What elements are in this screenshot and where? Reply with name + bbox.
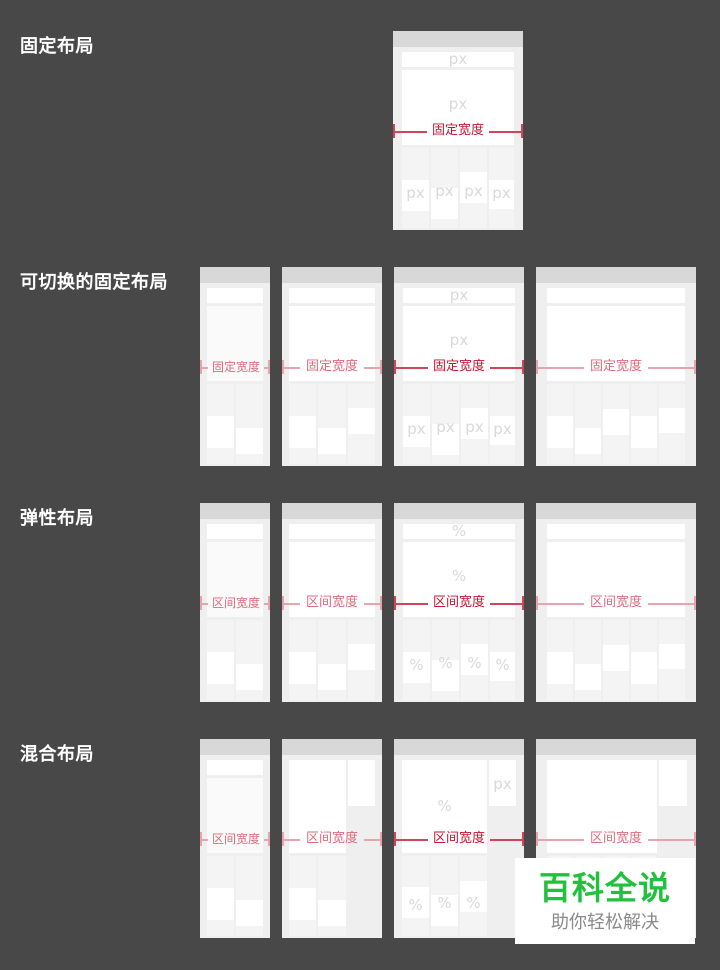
column-block (489, 180, 514, 209)
watermark-logo: 百科全说 助你轻松解决 (515, 858, 695, 944)
header-unit: px (448, 50, 468, 68)
width-measure: 区间宽度 (394, 595, 524, 610)
width-measure: 区间宽度 (536, 595, 696, 610)
column-unit: px (492, 184, 511, 202)
width-measure: 区间宽度 (536, 831, 696, 846)
width-measure: 区间宽度 (394, 831, 524, 846)
fluid-panel-lg (536, 503, 696, 702)
width-measure: 固定宽度 (536, 359, 696, 374)
watermark-title: 百科全说 (538, 869, 671, 907)
fluid-panel-sm (282, 503, 382, 702)
column-block (431, 188, 458, 219)
watermark-subtitle: 助你轻松解决 (551, 912, 659, 933)
width-measure: 固定宽度 (200, 360, 270, 374)
width-measure: 区间宽度 (282, 595, 382, 610)
content-unit: px (448, 95, 468, 113)
fixed-layout-panel: px px px px px px (393, 31, 523, 230)
column-unit: px (406, 184, 425, 202)
hybrid-panel-xs (200, 739, 270, 938)
width-measure: 固定宽度 (282, 359, 382, 374)
width-measure: 区间宽度 (200, 596, 270, 610)
column-unit: px (464, 182, 483, 200)
switchable-panel-sm (282, 267, 382, 466)
switchable-panel-xs (200, 267, 270, 466)
row-title-fluid: 弹性布局 (20, 508, 94, 529)
hybrid-panel-md: % px % % % (394, 739, 524, 938)
row-title-switchable-fixed: 可切换的固定布局 (20, 272, 168, 293)
fluid-panel-xs (200, 503, 270, 702)
column-block (460, 172, 487, 203)
column-unit: px (435, 182, 454, 200)
hybrid-panel-sm (282, 739, 382, 938)
width-measure: 固定宽度 (393, 123, 523, 138)
row-title-hybrid: 混合布局 (20, 744, 94, 765)
browser-bar (393, 31, 523, 47)
width-measure: 固定宽度 (394, 359, 524, 374)
header-block (402, 52, 514, 67)
row-title-fixed: 固定布局 (20, 36, 94, 57)
width-measure: 区间宽度 (200, 832, 270, 846)
column-block (402, 180, 429, 211)
width-measure: 区间宽度 (282, 831, 382, 846)
